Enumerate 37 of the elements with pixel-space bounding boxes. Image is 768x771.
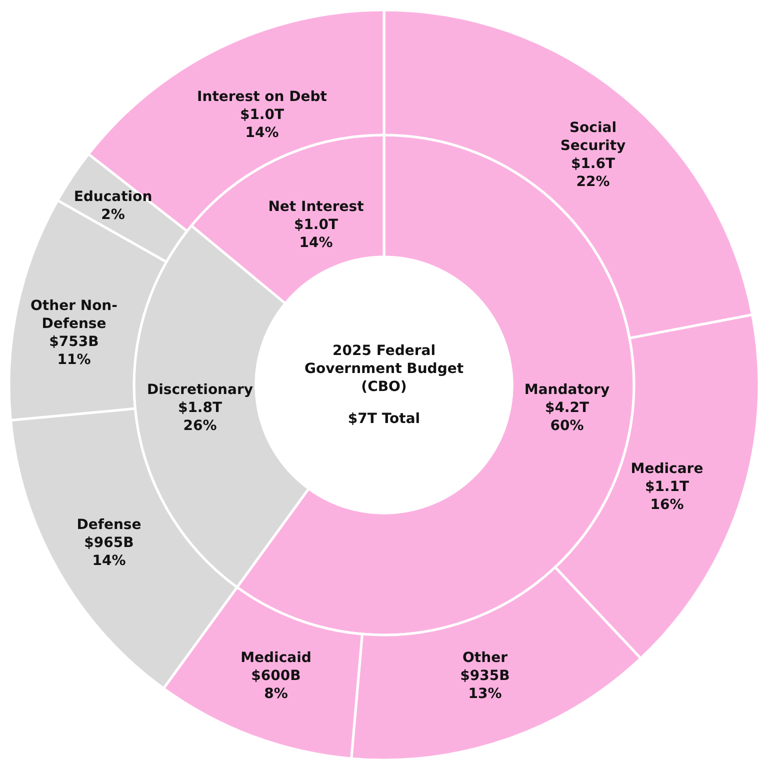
- segment-value: 14%: [92, 552, 126, 570]
- segment-value: 13%: [468, 685, 502, 704]
- segment-value: $4.2T: [544, 398, 590, 418]
- segment-name: Medicare: [630, 460, 704, 478]
- segment-value: 8%: [264, 685, 288, 704]
- segment-value: $1.8T: [178, 398, 222, 418]
- segment-name: Net Interest: [268, 198, 364, 216]
- segment-value: $965B: [84, 534, 134, 552]
- segment-name: Social Security: [559, 118, 627, 155]
- total-label: $7T Total: [348, 410, 420, 428]
- segment-name: Defense: [76, 516, 142, 534]
- center-circle: [255, 256, 513, 514]
- segment-value: $1.0T: [240, 106, 284, 124]
- chart-title: 2025 Federal Government Budget (CBO): [304, 342, 464, 396]
- ring-segment: [350, 566, 642, 762]
- segment-value: $753B: [49, 333, 99, 352]
- segment-value: 2%: [101, 206, 125, 224]
- segment-name: Interest on Debt: [197, 88, 327, 106]
- segment-name: Mandatory: [524, 380, 610, 399]
- segment-value: $600B: [251, 666, 301, 686]
- segment-value: 60%: [550, 417, 584, 436]
- segment-value: $1.0T: [294, 216, 338, 234]
- segment-name: Other Non-Defense: [30, 296, 118, 333]
- segment-value: $1.6T: [570, 155, 616, 174]
- ring-segment: [56, 152, 188, 264]
- segment-value: $1.1T: [644, 478, 690, 496]
- segment-value: 16%: [650, 496, 684, 514]
- segment-value: 22%: [576, 173, 610, 192]
- segment-name: Discretionary: [147, 380, 253, 399]
- segment-value: 14%: [299, 234, 333, 252]
- segment-value: 14%: [245, 124, 279, 142]
- segment-value: 26%: [183, 417, 217, 436]
- segment-name: Other: [462, 648, 508, 667]
- segment-value: $935B: [460, 666, 510, 686]
- segment-name: Medicaid: [240, 648, 312, 667]
- segment-name: Education: [74, 188, 152, 206]
- segment-value: 11%: [57, 351, 91, 370]
